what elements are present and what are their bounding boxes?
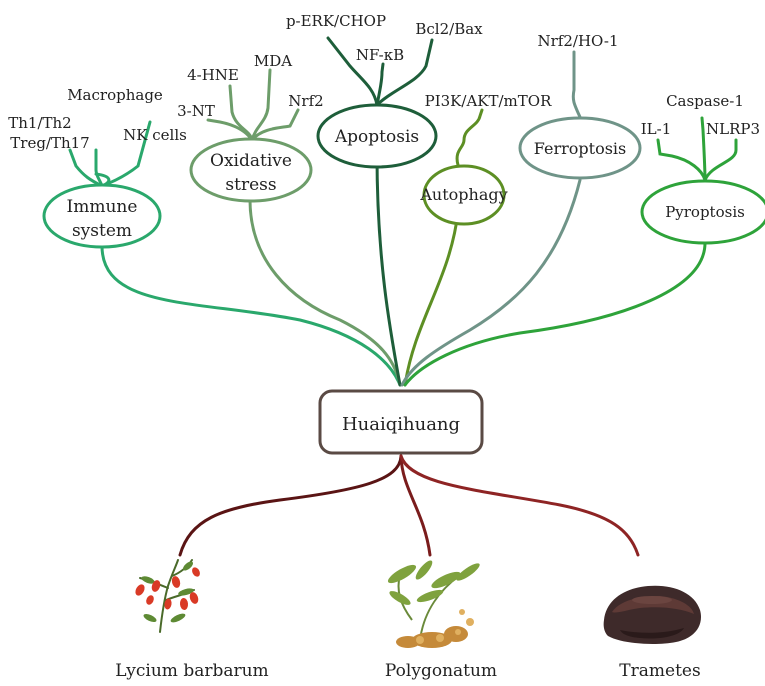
lycium-barbarum-icon bbox=[135, 559, 200, 633]
mechanism-connectors bbox=[100, 153, 707, 387]
center-node: Huaiqihuang bbox=[318, 389, 484, 455]
marker-treg-th17: Treg/Th17 bbox=[10, 134, 89, 152]
immune-system-node bbox=[42, 183, 162, 249]
polygonatum-icon bbox=[387, 560, 480, 648]
marker-nlrp3: NLRP3 bbox=[706, 120, 760, 138]
connector-lycium bbox=[178, 454, 403, 557]
oxidative-stress-label-line2: stress bbox=[225, 175, 276, 195]
marker-nrf2: Nrf2 bbox=[288, 92, 323, 110]
pyroptosis-branch: Pyroptosis IL-1 Caspase-1 NLRP3 bbox=[640, 92, 765, 245]
marker-p-erk-chop: p-ERK/CHOP bbox=[286, 12, 386, 30]
connector-immune bbox=[100, 244, 402, 387]
pyroptosis-node bbox=[640, 179, 765, 245]
herb-label-polygonatum: Polygonatum bbox=[385, 661, 497, 681]
connector-trametes bbox=[399, 454, 640, 557]
immune-system-branch: Immune system Macrophage Th1/Th2 Treg/Th… bbox=[8, 86, 187, 249]
herb-connectors bbox=[178, 454, 640, 557]
marker-nrf2-ho-1: Nrf2/HO-1 bbox=[538, 32, 619, 50]
autophagy-label: Autophagy bbox=[419, 185, 507, 204]
marker-pi3k-akt-mtor: PI3K/AKT/mTOR bbox=[425, 92, 552, 110]
marker-macrophage: Macrophage bbox=[67, 86, 163, 104]
center-box bbox=[318, 389, 484, 455]
marker-mda: MDA bbox=[254, 52, 292, 70]
marker-bcl2-bax: Bcl2/Bax bbox=[415, 20, 483, 38]
apoptosis-label: Apoptosis bbox=[334, 127, 419, 147]
herb-label-trametes: Trametes bbox=[619, 661, 700, 681]
connector-ferroptosis bbox=[400, 178, 582, 387]
oxidative-stress-branch: Oxidative stress 4-HNE MDA 3-NT Nrf2 bbox=[177, 52, 324, 203]
connector-pyroptosis bbox=[403, 241, 707, 387]
autophagy-branch: Autophagy PI3K/AKT/mTOR bbox=[419, 92, 552, 226]
connector-apoptosis bbox=[375, 153, 402, 387]
marker-3-nt: 3-NT bbox=[177, 102, 215, 120]
marker-4-hne: 4-HNE bbox=[187, 66, 239, 84]
oxidative-stress-node bbox=[189, 137, 313, 203]
apoptosis-node bbox=[316, 103, 438, 169]
marker-caspase-1: Caspase-1 bbox=[666, 92, 744, 110]
connector-oxidative bbox=[248, 198, 402, 387]
center-label: Huaiqihuang bbox=[342, 414, 460, 435]
marker-nk-cells: NK cells bbox=[123, 126, 187, 144]
pyroptosis-label: Pyroptosis bbox=[665, 203, 745, 221]
immune-system-label-line1: Immune bbox=[67, 197, 138, 217]
trametes-icon bbox=[603, 585, 701, 644]
connector-autophagy bbox=[403, 210, 460, 387]
ferroptosis-node bbox=[518, 116, 642, 180]
marker-th1-th2: Th1/Th2 bbox=[8, 114, 71, 132]
apoptosis-branch: Apoptosis p-ERK/CHOP NF-κB Bcl2/Bax bbox=[286, 12, 483, 169]
ferroptosis-label: Ferroptosis bbox=[534, 139, 626, 158]
ferroptosis-branch: Ferroptosis Nrf2/HO-1 bbox=[518, 32, 642, 180]
connector-polygonatum bbox=[399, 454, 432, 557]
herb-label-lycium-barbarum: Lycium barbarum bbox=[115, 661, 268, 681]
oxidative-stress-label-line1: Oxidative bbox=[210, 151, 292, 171]
marker-nf-kb: NF-κB bbox=[356, 46, 404, 64]
marker-il-1: IL-1 bbox=[641, 120, 672, 138]
autophagy-node bbox=[422, 164, 506, 226]
immune-system-label-line2: system bbox=[72, 221, 132, 241]
